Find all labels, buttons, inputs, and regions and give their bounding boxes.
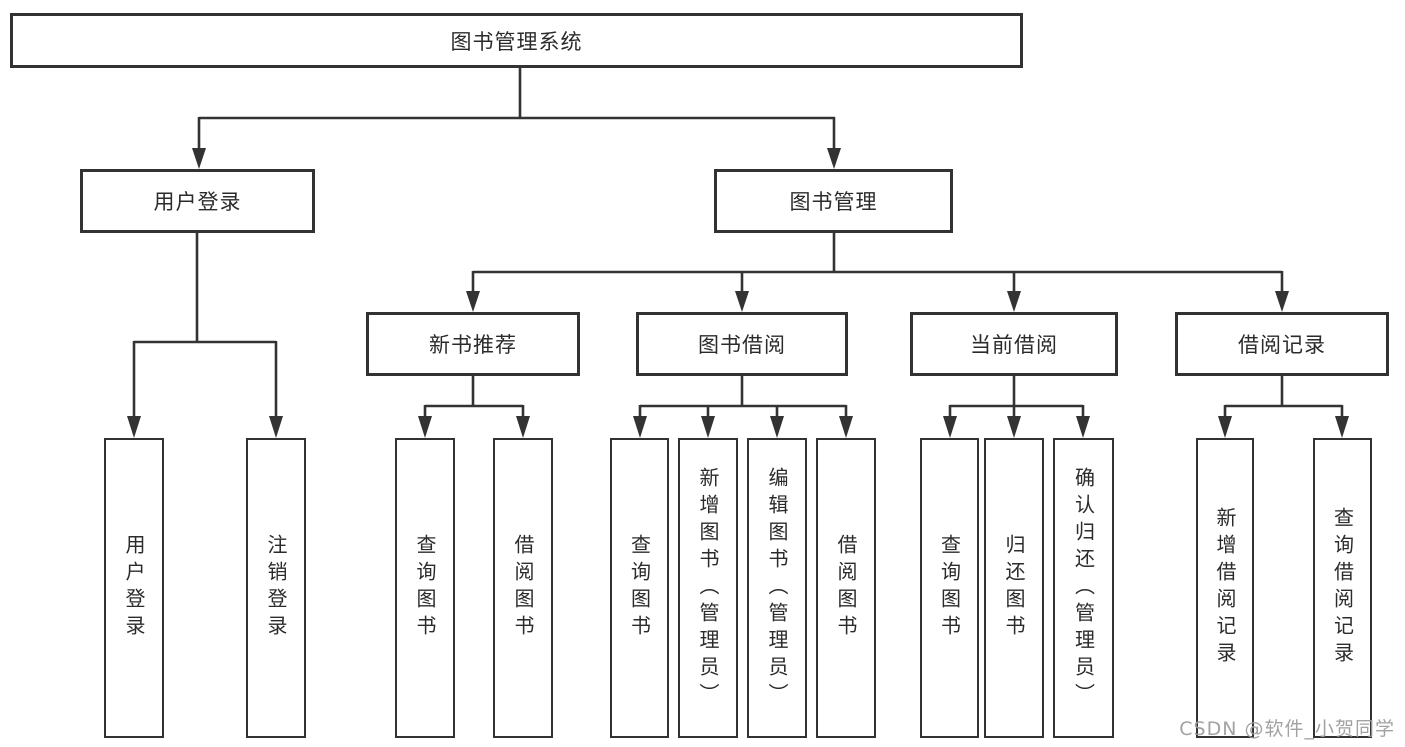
- leaf-query-books-borrow: 查询图书: [610, 438, 669, 738]
- node-user-login: 用户登录: [80, 169, 315, 233]
- node-book-management-label: 图书管理: [789, 190, 878, 214]
- leaf-confirm-return-admin-label: 确认归还（管理员）: [1071, 466, 1096, 710]
- leaf-borrow-books-label: 借阅图书: [834, 534, 858, 642]
- leaf-logout: 注销登录: [246, 438, 306, 738]
- leaf-add-books-admin-label: 新增图书（管理员）: [696, 466, 720, 710]
- connector-bookmgmt-to-level3: [466, 233, 1289, 312]
- leaf-add-borrow-record-label: 新增借阅记录: [1213, 507, 1237, 669]
- leaf-user-login-label: 用户登录: [122, 534, 146, 642]
- leaf-edit-books-admin: 编辑图书（管理员）: [747, 438, 807, 738]
- connector-currentborrow-to-leaves: [943, 376, 1090, 438]
- connector-borrowrecords-to-leaves: [1218, 376, 1349, 438]
- node-book-management: 图书管理: [714, 169, 953, 233]
- node-book-borrow: 图书借阅: [636, 312, 848, 376]
- csdn-watermark: CSDN @软件_小贺同学: [1179, 718, 1395, 740]
- connector-bookborrow-to-leaves: [633, 376, 853, 438]
- leaf-query-books-current-label: 查询图书: [937, 534, 962, 642]
- leaf-query-books-recommend: 查询图书: [395, 438, 455, 738]
- node-current-borrow: 当前借阅: [910, 312, 1118, 376]
- node-new-book-recommend: 新书推荐: [366, 312, 580, 376]
- leaf-user-login: 用户登录: [104, 438, 164, 738]
- leaf-borrow-books: 借阅图书: [816, 438, 876, 738]
- node-borrow-records-label: 借阅记录: [1238, 333, 1326, 357]
- connector-newbookrec-to-leaves: [418, 376, 530, 438]
- leaf-query-books-current: 查询图书: [920, 438, 979, 738]
- node-root-system: 图书管理系统: [10, 13, 1023, 68]
- node-root-system-label: 图书管理系统: [450, 29, 583, 54]
- node-user-login-label: 用户登录: [153, 190, 242, 214]
- leaf-return-books-label: 归还图书: [1002, 534, 1026, 642]
- leaf-logout-label: 注销登录: [264, 534, 288, 642]
- leaf-query-books-borrow-label: 查询图书: [627, 534, 652, 642]
- leaf-confirm-return-admin: 确认归还（管理员）: [1053, 438, 1114, 738]
- leaf-query-borrow-record-label: 查询借阅记录: [1330, 507, 1355, 669]
- leaf-borrow-books-recommend-label: 借阅图书: [511, 534, 535, 642]
- leaf-return-books: 归还图书: [984, 438, 1044, 738]
- node-new-book-recommend-label: 新书推荐: [429, 333, 517, 357]
- leaf-query-books-recommend-label: 查询图书: [413, 534, 437, 642]
- leaf-query-borrow-record: 查询借阅记录: [1313, 438, 1372, 738]
- connector-root-to-level2: [192, 68, 841, 169]
- leaf-add-borrow-record: 新增借阅记录: [1196, 438, 1254, 738]
- connector-userlogin-to-leaves: [127, 233, 283, 438]
- leaf-edit-books-admin-label: 编辑图书（管理员）: [765, 466, 789, 710]
- node-current-borrow-label: 当前借阅: [970, 333, 1058, 357]
- node-book-borrow-label: 图书借阅: [698, 333, 786, 357]
- node-borrow-records: 借阅记录: [1175, 312, 1389, 376]
- leaf-borrow-books-recommend: 借阅图书: [493, 438, 553, 738]
- leaf-add-books-admin: 新增图书（管理员）: [678, 438, 738, 738]
